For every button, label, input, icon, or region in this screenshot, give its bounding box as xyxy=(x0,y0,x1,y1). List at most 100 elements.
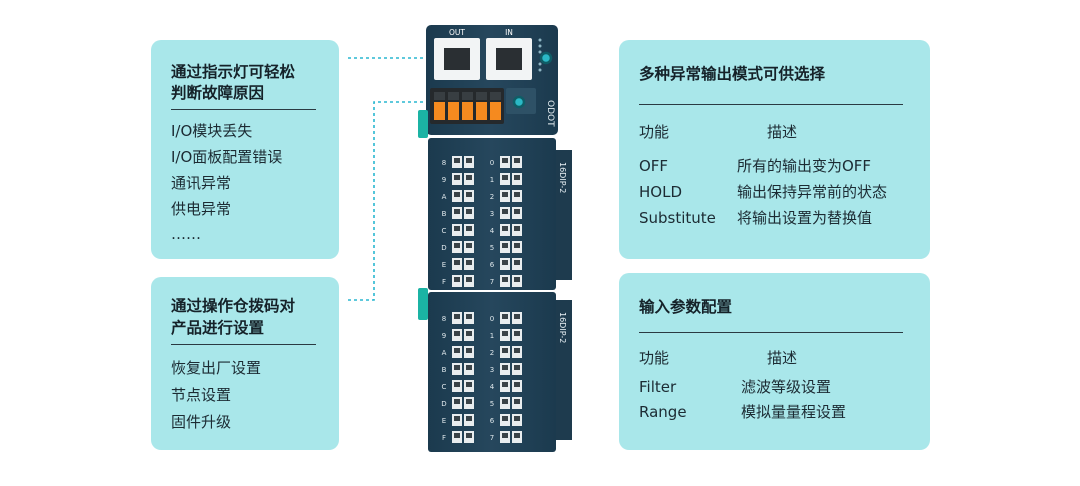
terminal-hole xyxy=(454,433,460,438)
table-cell-function: HOLD xyxy=(639,183,682,201)
table-cell-description: 模拟量量程设置 xyxy=(741,403,847,421)
port-in-label: IN xyxy=(505,28,513,37)
column-header-description: 描述 xyxy=(767,349,798,367)
channel-label: A xyxy=(442,349,447,357)
terminal-hole xyxy=(514,331,520,336)
io-module-2-label: 16DIP-2 xyxy=(558,312,567,343)
terminal-hole xyxy=(502,433,508,438)
terminal-hole xyxy=(466,260,472,265)
terminal-hole xyxy=(454,226,460,231)
terminal-hole xyxy=(502,192,508,197)
channel-label: A xyxy=(442,193,447,201)
channel-label: D xyxy=(441,244,446,252)
channel-label: F xyxy=(442,434,446,442)
channel-label: 7 xyxy=(490,434,494,442)
channel-label: 1 xyxy=(490,332,494,340)
channel-label: 5 xyxy=(490,400,494,408)
terminal-hole xyxy=(466,243,472,248)
table-cell-function: OFF xyxy=(639,157,669,175)
port-out-label: OUT xyxy=(449,28,465,37)
din-clip-top xyxy=(418,110,428,138)
card-divider xyxy=(639,332,903,333)
terminal-hole xyxy=(466,433,472,438)
terminal-hole xyxy=(466,348,472,353)
card-title-line1: 通过指示灯可轻松 xyxy=(171,63,296,81)
channel-label: E xyxy=(442,417,446,425)
terminal-hole xyxy=(502,331,508,336)
channel-label: 9 xyxy=(442,332,446,340)
card-title-line2: 判断故障原因 xyxy=(171,84,265,102)
terminal-hole xyxy=(514,277,520,282)
card-title-line2: 产品进行设置 xyxy=(171,319,265,337)
channel-label: 0 xyxy=(490,159,494,167)
terminal-hole xyxy=(454,175,460,180)
table-cell-description: 滤波等级设置 xyxy=(741,378,832,396)
list-item: 供电异常 xyxy=(171,200,232,218)
channel-label: 6 xyxy=(490,417,495,425)
channel-label: B xyxy=(442,210,447,218)
channel-label: 3 xyxy=(490,366,494,374)
channel-label: 4 xyxy=(490,227,495,235)
coupler-module: OUT IN ODOT xyxy=(418,25,558,138)
led-indicators xyxy=(538,38,542,72)
table-cell-description: 将输出设置为替换值 xyxy=(737,209,873,227)
card-title-line1: 通过操作仓拨码对 xyxy=(171,297,296,315)
channel-label: 6 xyxy=(490,261,495,269)
terminal-hole xyxy=(454,158,460,163)
terminal-hole xyxy=(514,416,520,421)
table-cell-description: 所有的输出变为OFF xyxy=(737,157,872,175)
channel-label: 8 xyxy=(442,159,446,167)
list-item: 通讯异常 xyxy=(171,174,232,192)
terminal-hole xyxy=(502,226,508,231)
terminal-hole xyxy=(514,382,520,387)
terminal-hole xyxy=(502,175,508,180)
column-header-function: 功能 xyxy=(639,349,670,367)
port-out-socket xyxy=(444,48,470,70)
list-item: I/O面板配置错误 xyxy=(171,148,283,166)
table-cell-function: Range xyxy=(639,403,687,421)
callout-dot-dipswitch xyxy=(512,95,526,109)
terminal-hole xyxy=(466,382,472,387)
io-module-1-side xyxy=(556,150,572,280)
terminal-hole xyxy=(502,158,508,163)
channel-label: B xyxy=(442,366,447,374)
list-item: …… xyxy=(171,225,201,243)
terminal-hole xyxy=(514,433,520,438)
terminal-hole xyxy=(466,314,472,319)
terminal-hole xyxy=(502,399,508,404)
terminal-hole xyxy=(454,243,460,248)
card-title: 多种异常输出模式可供选择 xyxy=(639,65,826,83)
card-fault-output-modes: 多种异常输出模式可供选择 功能 描述 OFF 所有的输出变为OFF HOLD 输… xyxy=(619,40,930,259)
terminal-hole xyxy=(502,209,508,214)
list-item: I/O模块丢失 xyxy=(171,122,253,140)
port-in-socket xyxy=(496,48,522,70)
terminal-hole xyxy=(454,277,460,282)
table-cell-description: 输出保持异常前的状态 xyxy=(737,183,888,201)
terminal-hole xyxy=(466,209,472,214)
terminal-hole xyxy=(454,416,460,421)
terminal-hole xyxy=(502,416,508,421)
column-header-description: 描述 xyxy=(767,123,798,141)
list-item: 固件升级 xyxy=(171,413,232,431)
channel-label: 8 xyxy=(442,315,446,323)
terminal-hole xyxy=(514,158,520,163)
channel-label: D xyxy=(441,400,446,408)
channel-label: 7 xyxy=(490,278,494,286)
io-module-1-label: 16DIP-2 xyxy=(558,162,567,193)
channel-label: 5 xyxy=(490,244,494,252)
terminal-hole xyxy=(514,348,520,353)
card-divider xyxy=(171,109,316,110)
channel-label: 4 xyxy=(490,383,495,391)
terminal-clamps xyxy=(434,92,501,120)
terminal-hole xyxy=(466,416,472,421)
terminal-hole xyxy=(466,226,472,231)
channel-label: 2 xyxy=(490,349,494,357)
terminal-hole xyxy=(514,175,520,180)
terminal-hole xyxy=(514,365,520,370)
card-title: 输入参数配置 xyxy=(639,298,733,316)
terminal-hole xyxy=(514,209,520,214)
terminal-hole xyxy=(502,365,508,370)
terminal-hole xyxy=(466,365,472,370)
